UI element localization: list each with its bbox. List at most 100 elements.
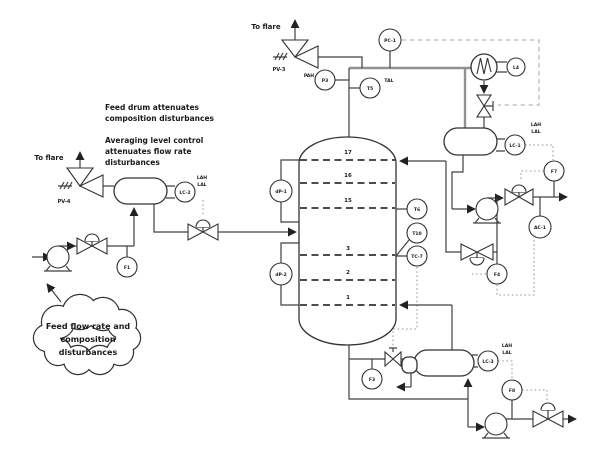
signal-lines: [202, 39, 554, 403]
lal-label-reflux-drum: LAL: [531, 129, 540, 135]
reboiler: [413, 349, 475, 377]
svg-text:Averaging level control: Averaging level control: [105, 136, 203, 145]
cloud-arrow: [46, 283, 62, 303]
svg-text:PC-1: PC-1: [384, 38, 396, 44]
svg-text:T5: T5: [367, 86, 373, 92]
svg-text:L4: L4: [513, 65, 519, 71]
svg-text:F7: F7: [551, 169, 557, 175]
signal-ac1-to-f4: [496, 240, 535, 296]
tray-number: 1: [346, 295, 350, 301]
lal-label-feed-drum: LAL: [197, 182, 206, 188]
instrument-t5: T5: [359, 77, 381, 99]
condenser: [470, 53, 498, 81]
lah-label-reflux-drum: LAH: [531, 122, 541, 128]
svg-text:T6: T6: [414, 207, 420, 213]
tray-number: 15: [344, 198, 352, 204]
disturbance-cloud: Feed flow rate and composition disturban…: [32, 283, 142, 376]
instrument-lc3: LC-3: [477, 350, 499, 372]
to-flare-left-label: To flare: [34, 154, 63, 162]
instrument-lc2: LC-2: [174, 181, 196, 203]
feed-drum: [113, 177, 168, 205]
instrument-f7: F7: [543, 160, 565, 182]
svg-text:F1: F1: [124, 265, 130, 271]
instrument-f1: F1: [116, 256, 138, 278]
instrument-f3: F3: [361, 368, 383, 390]
bottoms-control-valve: [532, 402, 564, 428]
svg-text:composition disturbances: composition disturbances: [105, 114, 215, 123]
tal-label: TAL: [384, 78, 393, 84]
pv4-label: PV-4: [58, 199, 71, 205]
condenser-outlet-valve: [475, 94, 494, 118]
svg-text:P3: P3: [322, 78, 328, 84]
instrument-dp2: dP-2: [269, 262, 293, 286]
note-averaging-level: Averaging level control attenuates flow …: [105, 136, 203, 167]
note-feed-drum: Feed drum attenuates composition disturb…: [105, 103, 215, 123]
overhead-vapor-line: [349, 66, 471, 128]
svg-text:F4: F4: [494, 272, 500, 278]
svg-text:dP-2: dP-2: [275, 272, 286, 278]
svg-text:T10: T10: [412, 231, 421, 237]
svg-text:Feed flow rate and: Feed flow rate and: [46, 322, 131, 331]
instrument-ac1: AC-1: [528, 215, 552, 239]
svg-text:composition: composition: [60, 335, 115, 344]
svg-text:LC-3: LC-3: [482, 359, 493, 365]
distillate-control-valve: [504, 184, 534, 206]
svg-text:attenuates flow rate: attenuates flow rate: [105, 147, 192, 156]
instrument-tc7: TC-7: [406, 245, 428, 267]
instrument-l4: L4: [506, 57, 526, 77]
instrument-f8: F8: [501, 379, 523, 401]
svg-text:disturbances: disturbances: [105, 158, 160, 167]
instrument-lc1: LC-1: [504, 134, 526, 156]
column-feed-valve: [187, 219, 219, 241]
feed-control-valve: [76, 233, 108, 255]
lah-label-feed-drum: LAH: [197, 175, 207, 181]
tray-number: 16: [344, 173, 352, 179]
relief-valve-pv4: PV-4: [58, 151, 104, 205]
vessels: [113, 127, 498, 377]
feed-pump: [44, 245, 72, 272]
lah-label-reboiler: LAH: [502, 343, 512, 349]
instrument-pc1: PC-1: [378, 28, 402, 52]
reflux-drum: [443, 127, 498, 156]
svg-text:LC-1: LC-1: [509, 143, 520, 149]
lal-label-reboiler: LAL: [502, 350, 511, 356]
pah-label: PAH: [304, 73, 314, 79]
svg-text:F8: F8: [509, 388, 515, 394]
distillation-column: [298, 136, 397, 346]
reflux-pump: [473, 197, 501, 224]
signal-lc1-to-f7: [525, 144, 554, 160]
signal-f7-to-distillate-valve: [520, 170, 544, 180]
tray-number: 3: [346, 246, 350, 252]
svg-text:LC-2: LC-2: [179, 190, 190, 196]
instrument-f4: F4: [486, 263, 508, 285]
relief-valve-pv3: PV-3: [273, 19, 319, 73]
signal-lc3-to-f8: [498, 360, 513, 379]
alarm-labels: PAH TAL LAH LAL LAH LAL LAH LAL: [197, 73, 541, 356]
reflux-control-valve: [460, 243, 494, 266]
bottoms-pump: [482, 412, 510, 439]
svg-text:F3: F3: [369, 377, 375, 383]
instrument-t10: T10: [406, 222, 428, 244]
process-lines: [32, 51, 577, 432]
svg-text:dP-1: dP-1: [275, 189, 286, 195]
svg-text:Feed drum attenuates: Feed drum attenuates: [105, 103, 200, 112]
signal-pc1-to-valve: [402, 39, 540, 106]
svg-text:AC-1: AC-1: [534, 225, 546, 231]
steam-control-valve: [384, 347, 402, 368]
signal-tc7-to-steam-valve: [392, 267, 418, 349]
tray-number: 2: [346, 270, 350, 276]
to-flare-top-label: To flare: [251, 23, 280, 31]
instrument-dp1: dP-1: [269, 179, 293, 203]
reboiler-steam-chest: [401, 356, 418, 374]
svg-text:TC-7: TC-7: [411, 254, 422, 260]
signal-f8-to-bottoms-valve: [522, 389, 548, 403]
column-trays: 17 16 15 3 2 1: [300, 150, 395, 306]
condenser-coil: [476, 57, 492, 75]
svg-text:disturbances: disturbances: [59, 348, 118, 357]
pv3-label: PV-3: [273, 67, 286, 73]
instruments: PC-1 P3 T5 L4 LC-1 F7 AC-1 F4: [116, 28, 565, 401]
instrument-p3: P3: [314, 69, 336, 91]
tray-number: 17: [344, 150, 352, 156]
